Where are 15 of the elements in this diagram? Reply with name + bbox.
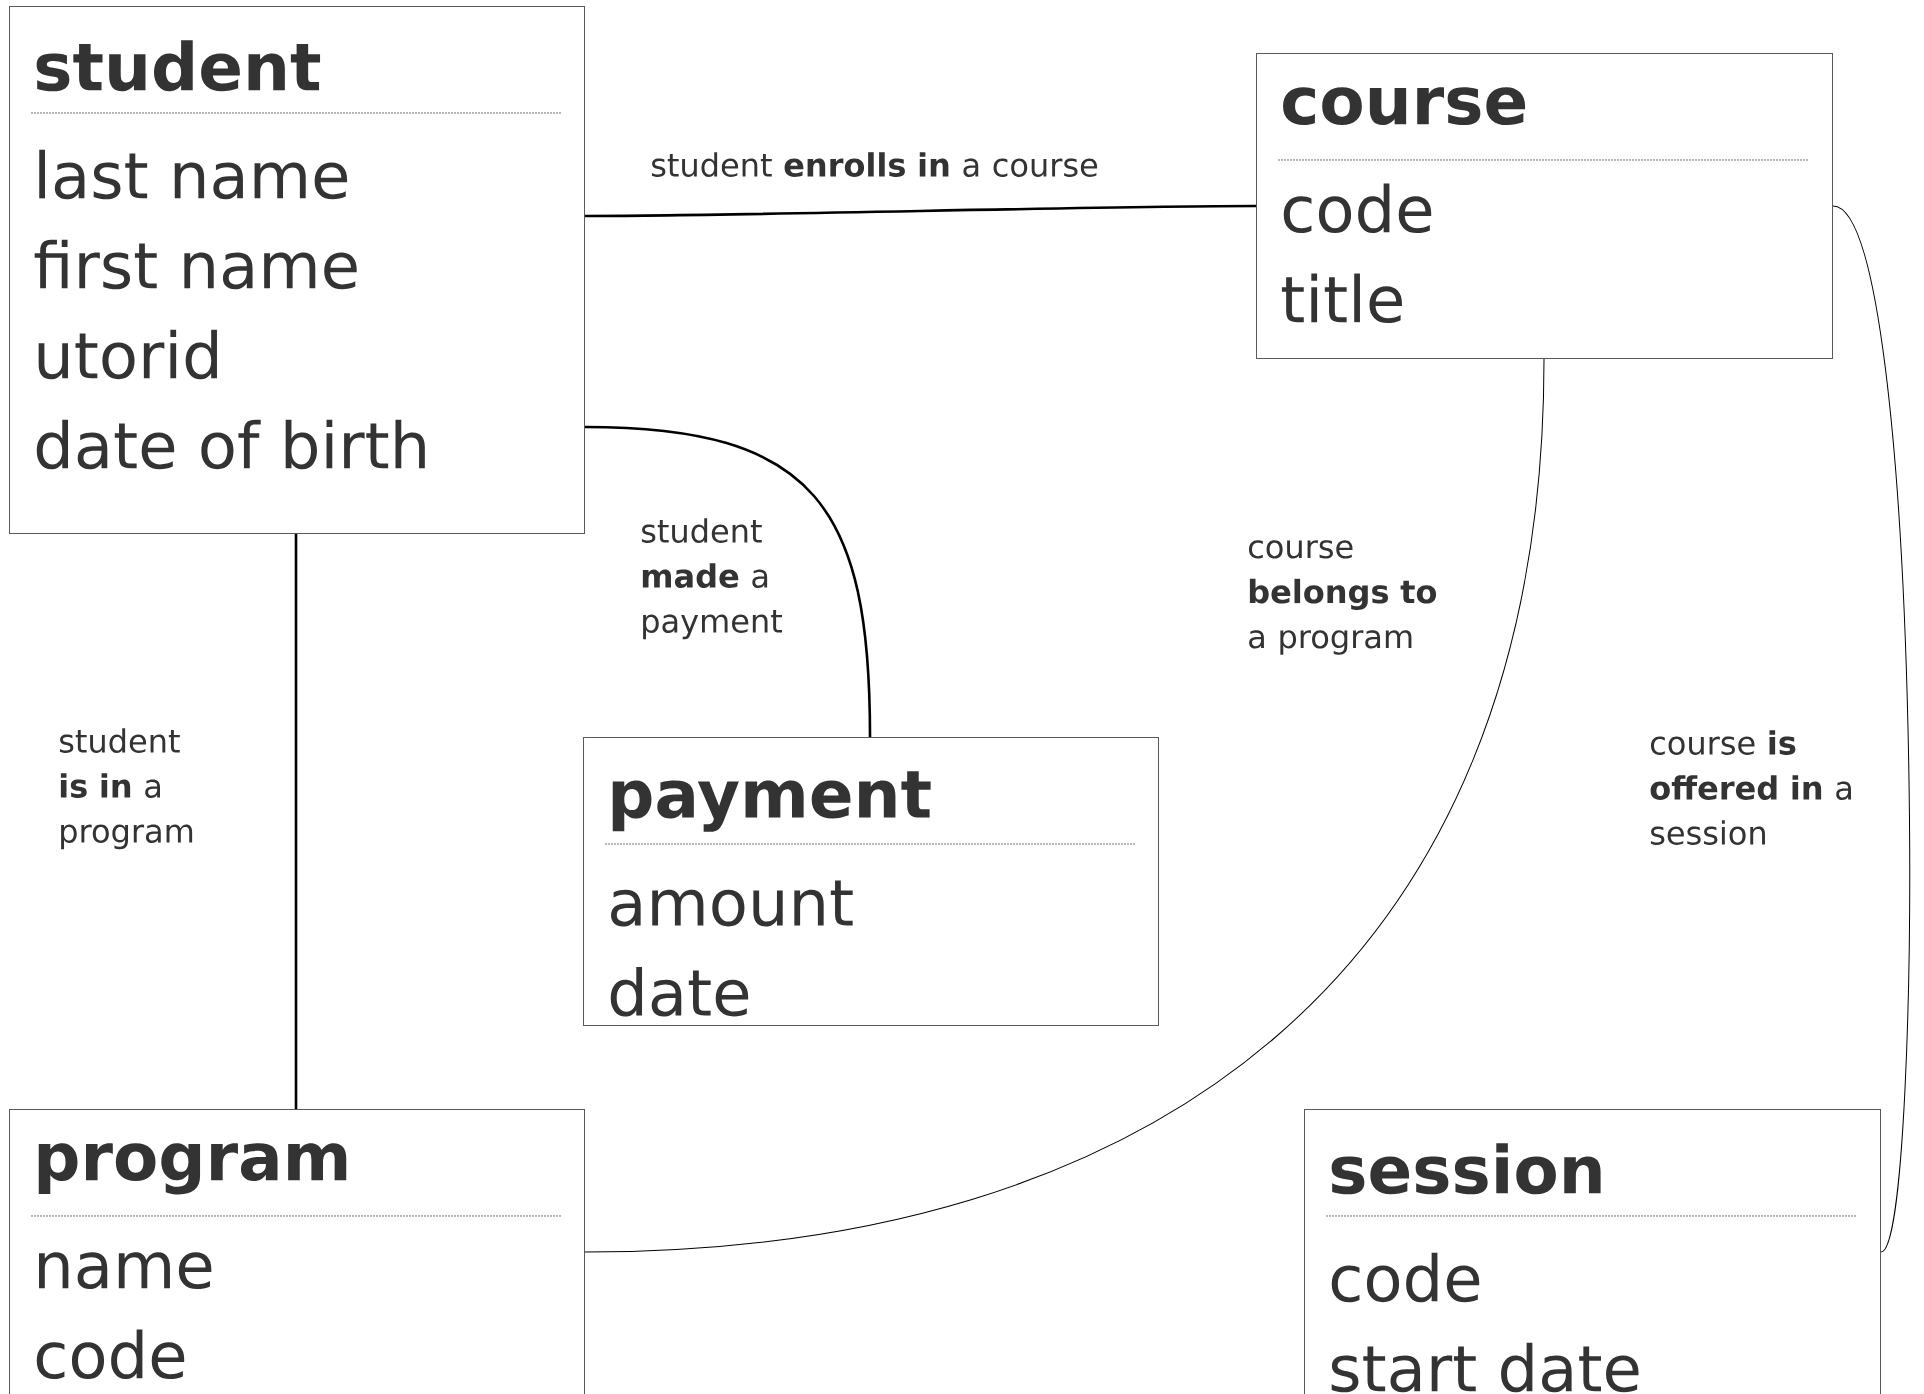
connector-line <box>1832 205 1911 1253</box>
edge-label: course is offered in a session <box>1650 730 1851 845</box>
edge-label: student enrolls in a course <box>651 152 1098 177</box>
entity-box: session code start date <box>1304 1109 1881 1394</box>
connector-line <box>584 358 1545 1253</box>
entity-box: program name code <box>9 1109 585 1394</box>
entity-box: payment amount date <box>583 737 1159 1026</box>
edge-label: student is in a program <box>59 728 193 850</box>
edge-label: course belongs to a program <box>1249 540 1437 655</box>
entity-box: student last name first name utorid date of birth <box>9 6 585 534</box>
entity-box: course code title <box>1256 53 1833 359</box>
edge-label: student made a payment <box>641 518 782 640</box>
connector-line <box>294 534 298 1109</box>
connector-line <box>584 425 872 738</box>
connector-line <box>585 204 1256 218</box>
